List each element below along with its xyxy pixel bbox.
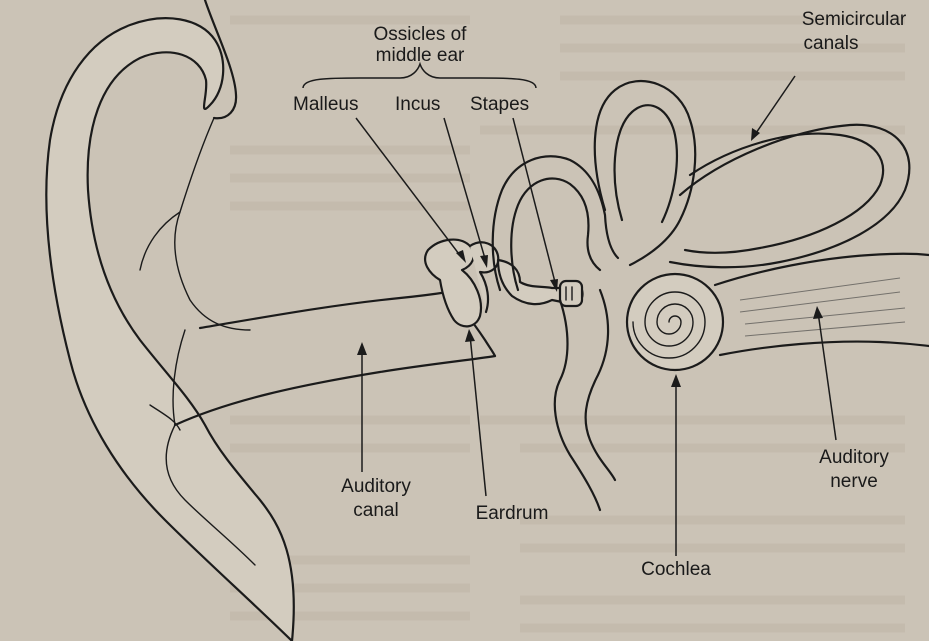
auditory-canal-label-line2: canal (353, 500, 398, 521)
incus-label: Incus (395, 94, 440, 115)
auditory-nerve-label-line2: nerve (830, 471, 878, 492)
auditory-canal-label-line1: Auditory (341, 476, 411, 497)
ossicles-label-line1: Ossicles of (374, 24, 468, 45)
stapes-label: Stapes (470, 94, 529, 115)
malleus-label: Malleus (293, 94, 358, 115)
ossicles-label-line2: middle ear (376, 45, 465, 66)
cochlea-label: Cochlea (641, 559, 711, 580)
eardrum-label: Eardrum (476, 503, 549, 524)
semicircular-canals-label-line2: canals (804, 33, 859, 54)
semicircular-canals-label-line1: Semicircular (802, 9, 907, 30)
auditory-nerve-label-line1: Auditory (819, 447, 889, 468)
